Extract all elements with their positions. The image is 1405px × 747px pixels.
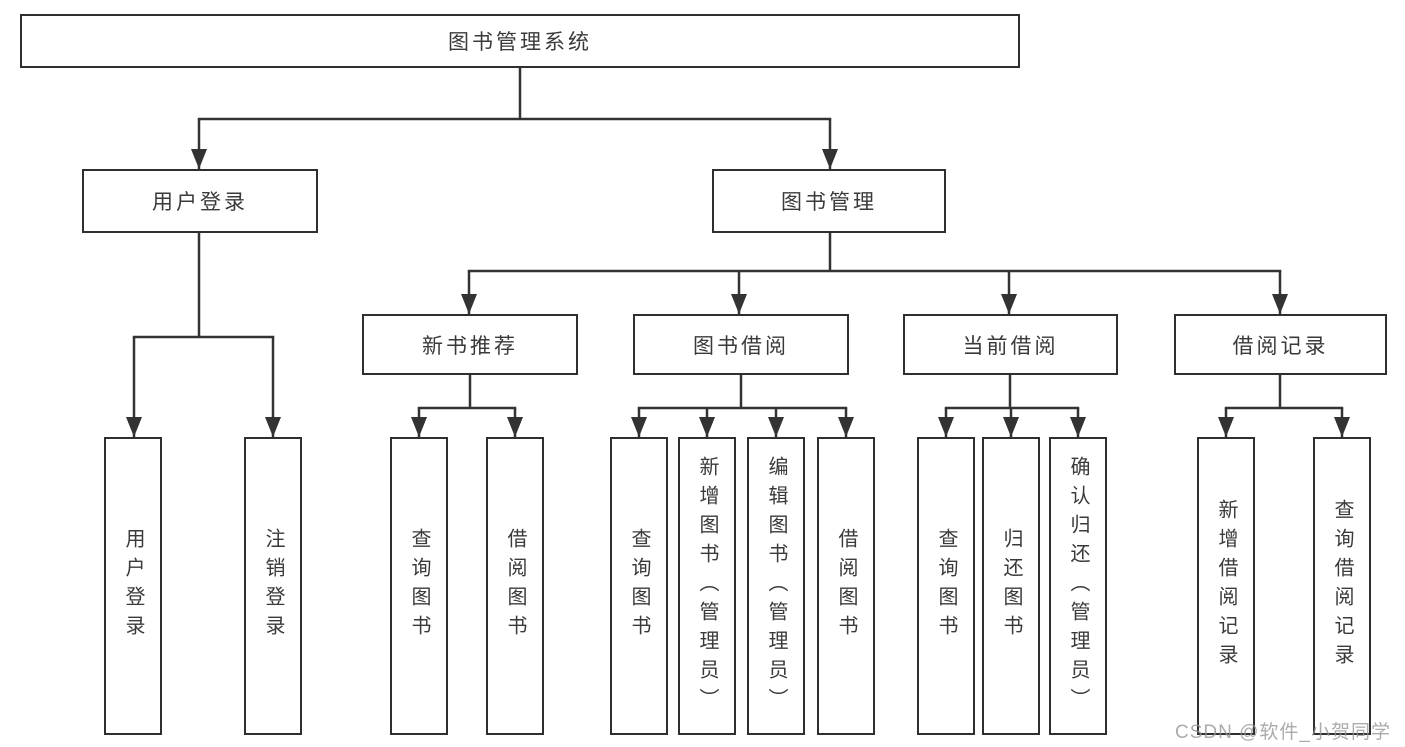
node-new-book-recommend-label: 新书推荐 [422,334,518,358]
leaf-logout-label: 注销登录 [262,528,284,644]
node-root: 图书管理系统 [20,14,1020,68]
leaf-borrow-books-label: 借阅图书 [835,528,857,644]
leaf-add-borrow-record: 新增借阅记录 [1197,437,1255,735]
leaf-current-query-books-label: 查询图书 [935,528,957,644]
leaf-newbook-query-books: 查询图书 [390,437,448,735]
leaf-user-login: 用户登录 [104,437,162,735]
leaf-current-query-books: 查询图书 [917,437,975,735]
node-borrow-records: 借阅记录 [1174,314,1387,375]
leaf-borrow-query-books-label: 查询图书 [628,528,650,644]
leaf-edit-books-admin-label: 编辑图书（管理员） [765,455,787,717]
leaf-confirm-return-admin-label: 确认归还（管理员） [1067,455,1089,717]
node-root-label: 图书管理系统 [448,31,592,54]
leaf-newbook-query-books-label: 查询图书 [408,528,430,644]
leaf-borrow-query-books: 查询图书 [610,437,668,735]
node-borrow-records-label: 借阅记录 [1232,334,1329,358]
csdn-watermark: CSDN @软件_小贺同学 [1175,722,1391,743]
node-user-login: 用户登录 [82,169,318,233]
node-book-management: 图书管理 [712,169,946,233]
leaf-add-books-admin-label: 新增图书（管理员） [696,455,718,717]
leaf-edit-books-admin: 编辑图书（管理员） [747,437,805,735]
leaf-query-borrow-record-label: 查询借阅记录 [1331,499,1353,673]
leaf-user-login-label: 用户登录 [122,528,144,644]
leaf-add-borrow-record-label: 新增借阅记录 [1215,499,1237,673]
node-user-login-label: 用户登录 [152,191,248,214]
leaf-newbook-borrow-books: 借阅图书 [486,437,544,735]
leaf-return-books-label: 归还图书 [1000,528,1022,644]
node-current-borrow-label: 当前借阅 [962,334,1059,358]
leaf-query-borrow-record: 查询借阅记录 [1313,437,1371,735]
leaf-return-books: 归还图书 [982,437,1040,735]
leaf-newbook-borrow-books-label: 借阅图书 [504,528,526,644]
leaf-confirm-return-admin: 确认归还（管理员） [1049,437,1107,735]
leaf-borrow-books: 借阅图书 [817,437,875,735]
leaf-add-books-admin: 新增图书（管理员） [678,437,736,735]
node-current-borrow: 当前借阅 [903,314,1118,375]
node-book-borrow-label: 图书借阅 [693,334,789,358]
node-new-book-recommend: 新书推荐 [362,314,578,375]
leaf-logout: 注销登录 [244,437,302,735]
node-book-borrow: 图书借阅 [633,314,849,375]
node-book-management-label: 图书管理 [781,191,877,214]
